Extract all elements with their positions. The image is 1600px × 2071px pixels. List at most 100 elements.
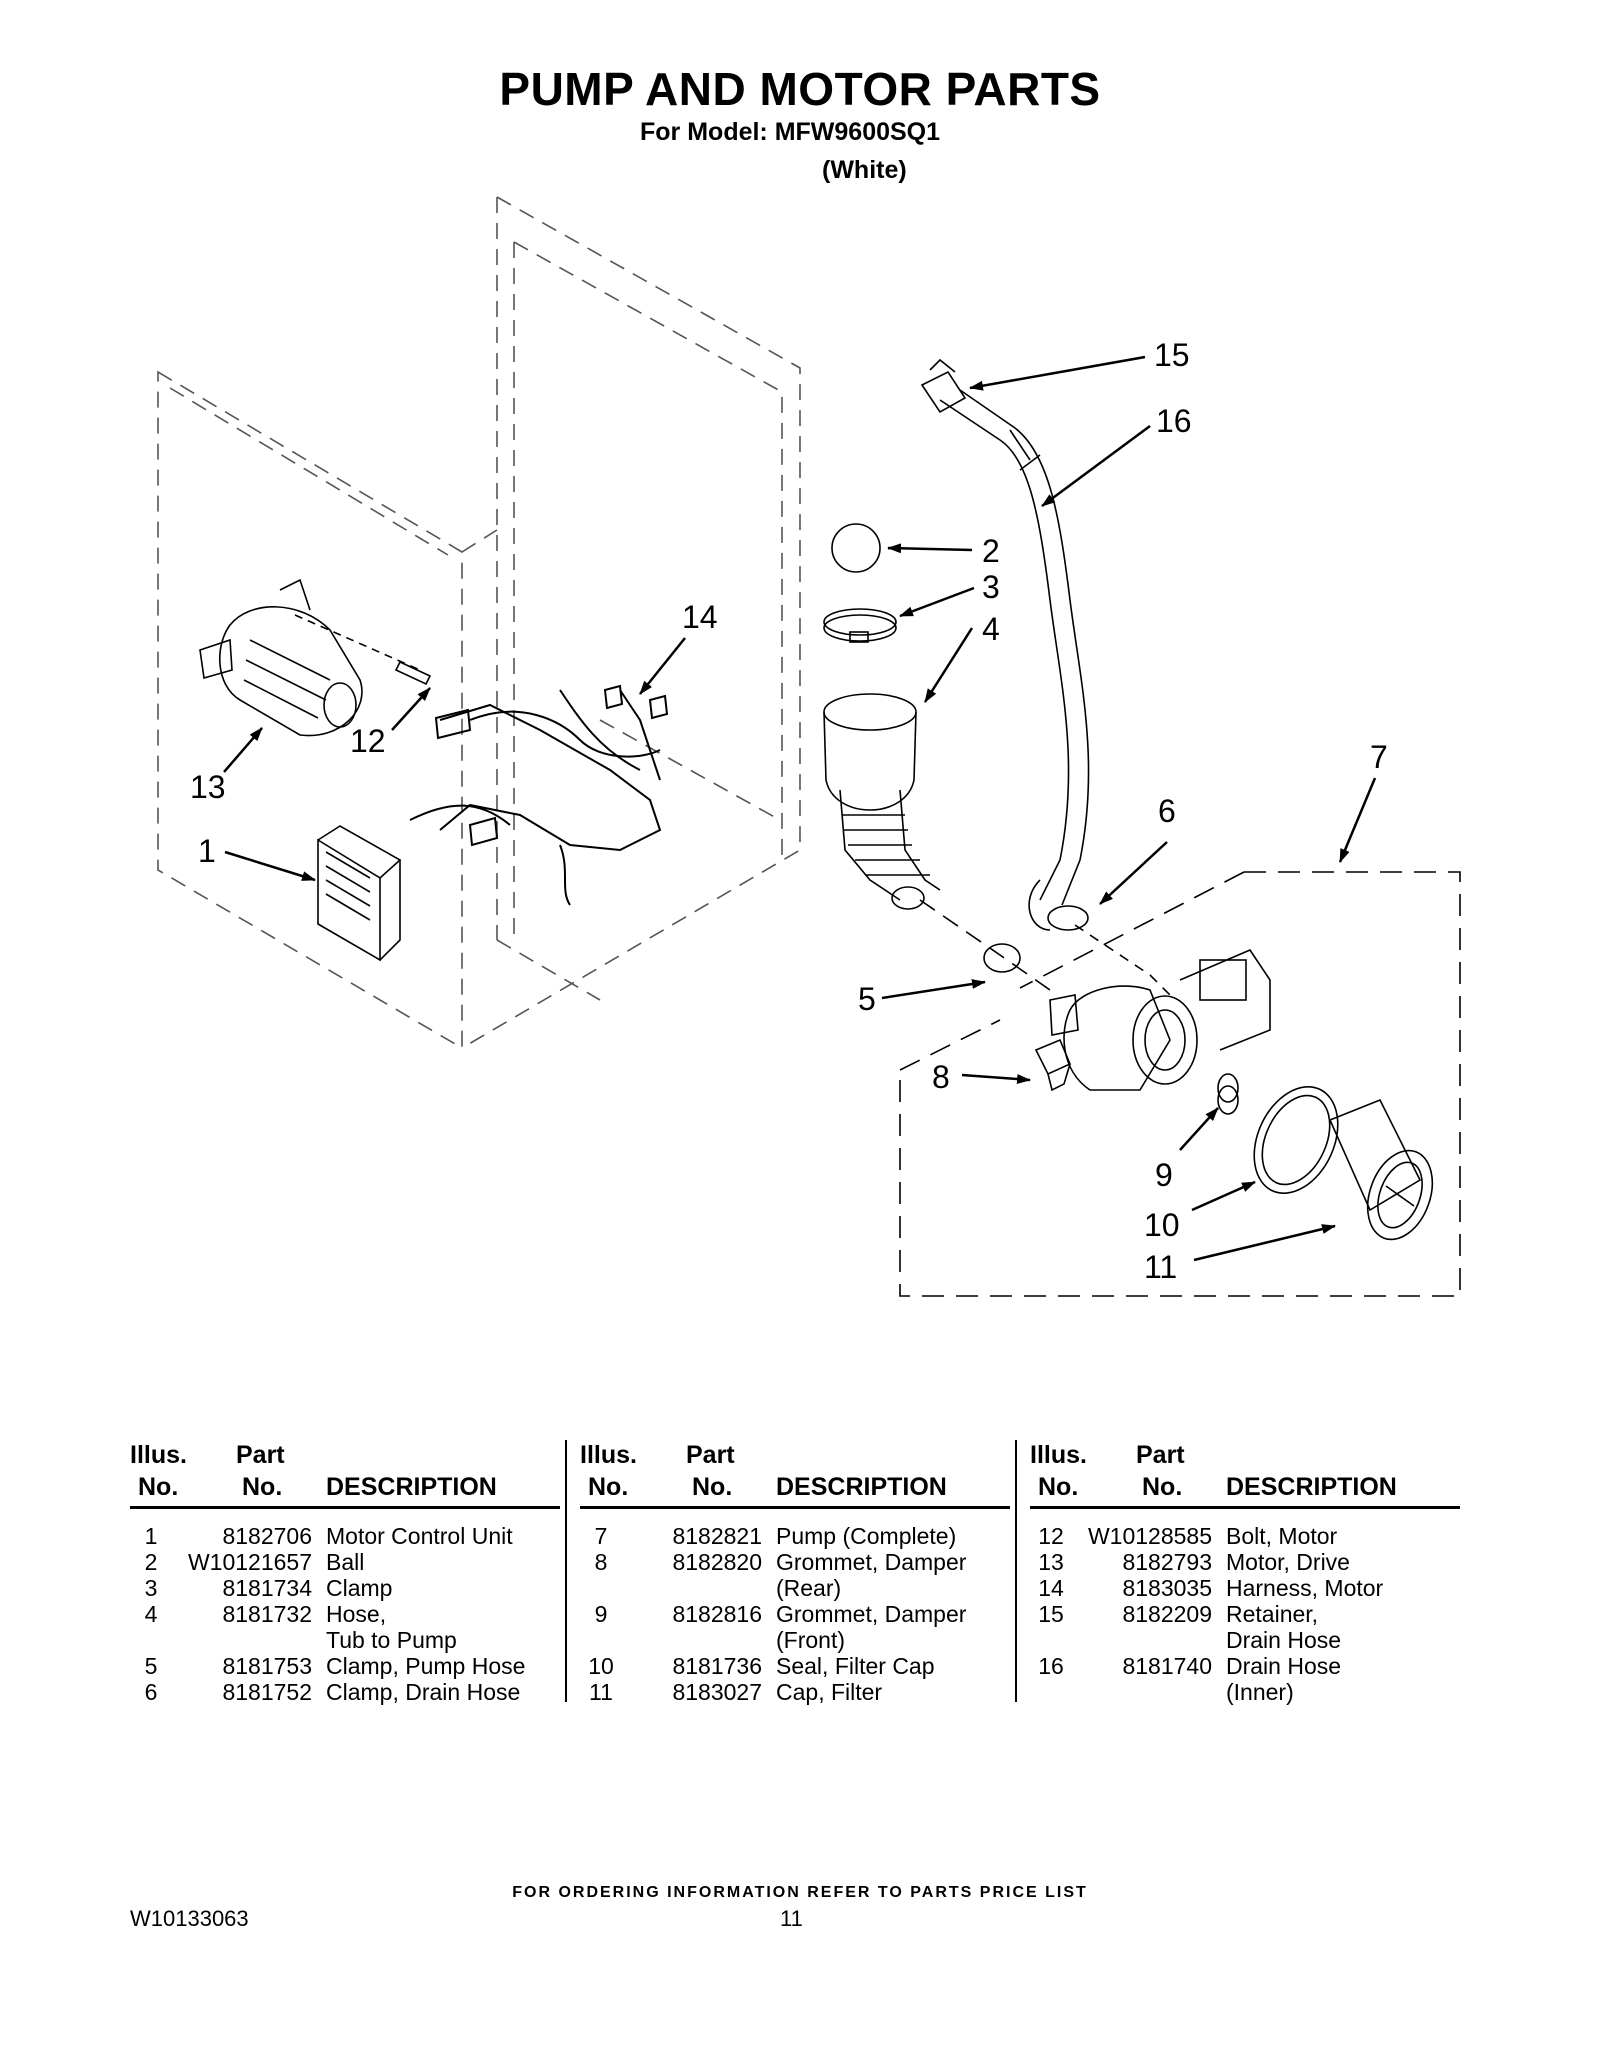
ball — [831, 523, 881, 573]
pump-assembly-box — [899, 871, 1461, 1297]
column-divider — [565, 1440, 567, 1702]
part-header-2: No. — [242, 1473, 283, 1501]
part-description: Clamp, Drain Hose — [326, 1679, 521, 1705]
illus-number: 12 — [1038, 1523, 1064, 1549]
part-description: Seal, Filter Cap — [776, 1653, 935, 1679]
part-number: 8182209 — [1122, 1601, 1212, 1627]
callout-7: 7 — [1370, 739, 1388, 775]
part-number: 8182816 — [672, 1601, 762, 1627]
illus-header-1: Illus. — [1030, 1441, 1087, 1469]
part-header-1: Part — [1136, 1441, 1185, 1469]
part-description: Ball — [326, 1549, 365, 1575]
table-row: 1 8182706 Motor Control Unit — [130, 1523, 560, 1549]
part-number: 8181752 — [222, 1679, 312, 1705]
damper-grommet-rear — [1034, 1038, 1072, 1092]
parts-rows: 1 8182706 Motor Control Unit 2 W10121657 Ball… — [130, 1523, 560, 1705]
part-description: (Rear) — [776, 1575, 842, 1601]
part-description: Grommet, Damper — [776, 1601, 967, 1627]
pump — [1049, 949, 1271, 1091]
callout-9: 9 — [1155, 1157, 1173, 1193]
motor-harness — [409, 684, 669, 906]
part-number: 8181732 — [222, 1601, 312, 1627]
part-number: 8181753 — [222, 1653, 312, 1679]
page-title: PUMP AND MOTOR PARTS — [499, 63, 1101, 115]
description-header: DESCRIPTION — [776, 1473, 947, 1501]
parts-list-header: Illus. No. Part No. DESCRIPTION — [130, 1440, 560, 1509]
callout-5: 5 — [858, 981, 876, 1017]
table-row: (Front) — [580, 1627, 1010, 1653]
motor-control-unit — [317, 825, 402, 962]
part-description: Drain Hose — [1226, 1627, 1342, 1653]
illus-number: 6 — [144, 1679, 158, 1705]
part-description: Clamp, Pump Hose — [326, 1653, 526, 1679]
part-description: Drain Hose — [1226, 1653, 1342, 1679]
table-row: Drain Hose — [1030, 1627, 1460, 1653]
illus-number: 13 — [1038, 1549, 1064, 1575]
part-description: Motor Control Unit — [326, 1523, 513, 1549]
illus-header-2: No. — [588, 1473, 629, 1501]
illus-header-2: No. — [1038, 1473, 1079, 1501]
part-description: Retainer, — [1226, 1601, 1319, 1627]
tub-to-pump-hose — [823, 693, 941, 910]
motor-bolt — [294, 614, 432, 686]
callout-11: 11 — [1144, 1249, 1177, 1285]
part-number: 8182706 — [222, 1523, 312, 1549]
callout-13: 13 — [190, 769, 226, 805]
cabinet-frame — [157, 196, 801, 1050]
part-header-2: No. — [1142, 1473, 1183, 1501]
part-description: Hose, — [326, 1601, 387, 1627]
ordering-note: FOR ORDERING INFORMATION REFER TO PARTS … — [512, 1884, 1088, 1901]
callout-12: 12 — [350, 723, 386, 759]
filter-cap-seal — [1253, 1085, 1339, 1195]
callout-8: 8 — [932, 1059, 950, 1095]
illus-number: 5 — [144, 1653, 158, 1679]
part-number: 8183027 — [672, 1679, 762, 1705]
callout-14: 14 — [682, 599, 718, 635]
clamp — [823, 608, 897, 643]
damper-grommet-front — [1217, 1073, 1239, 1115]
drain-hose-clamp — [1047, 905, 1089, 931]
part-description: Grommet, Damper — [776, 1549, 967, 1575]
callout-10: 10 — [1144, 1207, 1180, 1243]
table-row: 2 W10121657 Ball — [130, 1549, 560, 1575]
parts-list-column-1: Illus. No. Part No. DESCRIPTION 1 8182706… — [130, 1440, 560, 1705]
pump-hose-clamp — [983, 943, 1021, 973]
filter-cap — [1328, 1098, 1434, 1241]
callout-15: 15 — [1154, 337, 1190, 373]
illus-number: 2 — [144, 1549, 158, 1575]
part-number: W10121657 — [187, 1549, 312, 1575]
part-number: 8183035 — [1122, 1575, 1212, 1601]
document-number: W10133063 — [130, 1906, 249, 1931]
callout-1: 1 — [198, 833, 216, 869]
description-header: DESCRIPTION — [326, 1473, 497, 1501]
illus-number: 10 — [588, 1653, 614, 1679]
callout-6: 6 — [1158, 793, 1176, 829]
part-number: 8181736 — [672, 1653, 762, 1679]
part-number: 8181740 — [1122, 1653, 1212, 1679]
callout-labels: 1 2 3 4 5 6 7 8 9 10 11 12 13 14 15 16 — [190, 337, 1388, 1285]
drain-hose — [939, 389, 1090, 931]
illus-number: 9 — [594, 1601, 608, 1627]
page-number: 11 — [780, 1906, 803, 1931]
table-row: (Rear) — [580, 1575, 1010, 1601]
illus-header-2: No. — [138, 1473, 179, 1501]
part-description: (Front) — [776, 1627, 845, 1653]
table-row: 10 8181736 Seal, Filter Cap — [580, 1653, 1010, 1679]
table-row: 5 8181753 Clamp, Pump Hose — [130, 1653, 560, 1679]
part-description: Bolt, Motor — [1226, 1523, 1338, 1549]
illus-number: 14 — [1038, 1575, 1064, 1601]
part-description: Tub to Pump — [326, 1627, 457, 1653]
illus-number: 1 — [144, 1523, 158, 1549]
part-header-1: Part — [236, 1441, 285, 1469]
leader-lines — [223, 355, 1377, 1262]
